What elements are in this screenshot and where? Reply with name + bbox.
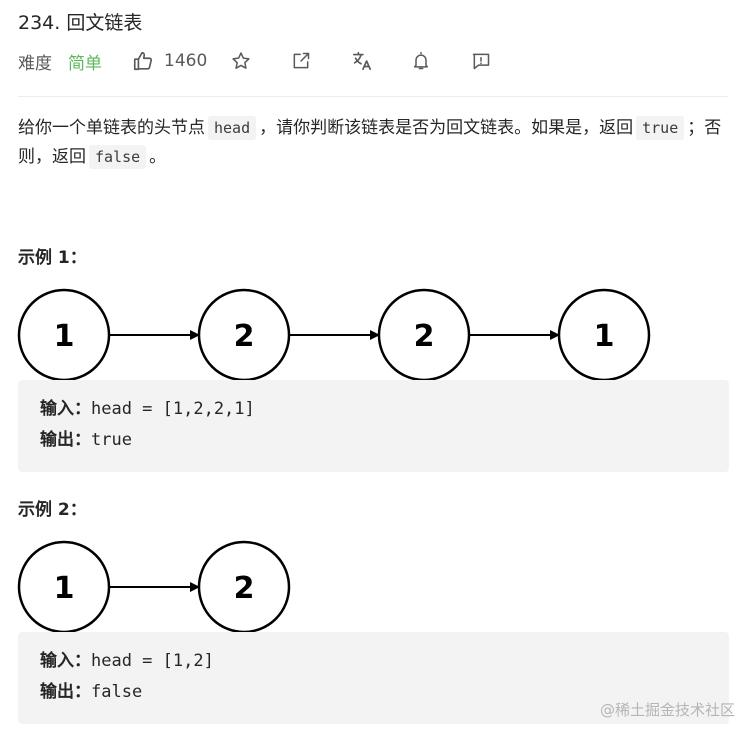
input-value: head = [1,2] [91,651,214,671]
inline-code-false: false [89,145,147,169]
translate-button[interactable] [351,48,391,74]
node-value: 1 [54,571,75,606]
linked-list-diagram-2: 1 2 [17,540,291,634]
list-node: 2 [197,540,291,634]
list-node: 1 [17,288,111,382]
bell-icon [414,51,429,70]
thumbs-up-icon [133,51,153,71]
divider [18,96,728,97]
problem-meta-bar: 难度 简单 1460 [18,48,531,74]
problem-title: 234. 回文链表 [18,12,143,34]
star-icon [232,52,250,69]
difficulty-label: 难度 [18,53,52,74]
translate-icon [353,51,372,71]
output-value: true [91,430,132,450]
output-label: 输出： [40,430,91,450]
feedback-icon [473,53,490,70]
example-output-line: 输出：true [40,425,707,456]
example-2-title: 示例 2： [18,500,87,520]
share-button[interactable] [291,48,331,74]
inline-code-true: true [636,116,685,140]
inline-code-head: head [208,116,257,140]
feedback-button[interactable] [471,48,511,74]
output-label: 输出： [40,682,91,702]
list-node: 2 [377,288,471,382]
example-1-title: 示例 1： [18,248,87,268]
description-text: ，请你判断该链表是否为回文链表。如果是，返回 [259,118,634,138]
example-2-code-block: 输入：head = [1,2] 输出：false [18,632,729,724]
node-value: 2 [234,571,255,606]
share-icon [293,52,310,69]
favorite-button[interactable] [231,48,271,74]
list-node: 1 [17,540,111,634]
like-button[interactable]: 1460 [132,50,207,72]
list-node: 2 [197,288,291,382]
example-input-line: 输入：head = [1,2,2,1] [40,394,707,425]
linked-list-diagram-1: 1 2 2 1 [17,288,651,382]
node-value: 1 [594,319,615,354]
list-node: 1 [557,288,651,382]
input-value: head = [1,2,2,1] [91,399,255,419]
input-label: 输入： [40,399,91,419]
output-value: false [91,682,143,702]
description-text: 。 [149,147,167,167]
description-text: 给你一个单链表的头节点 [18,118,205,138]
example-output-line: 输出：false [40,677,707,708]
node-value: 2 [414,319,435,354]
watermark: @稀土掘金技术社区 [599,701,735,719]
node-value: 2 [234,319,255,354]
description-text: ；否则，返回 [18,118,722,167]
like-count: 1460 [164,51,208,71]
subscribe-button[interactable] [411,48,451,74]
node-value: 1 [54,319,75,354]
input-label: 输入： [40,651,91,671]
difficulty-badge: 简单 [68,53,102,74]
example-input-line: 输入：head = [1,2] [40,646,707,677]
example-1-code-block: 输入：head = [1,2,2,1] 输出：true [18,380,729,472]
